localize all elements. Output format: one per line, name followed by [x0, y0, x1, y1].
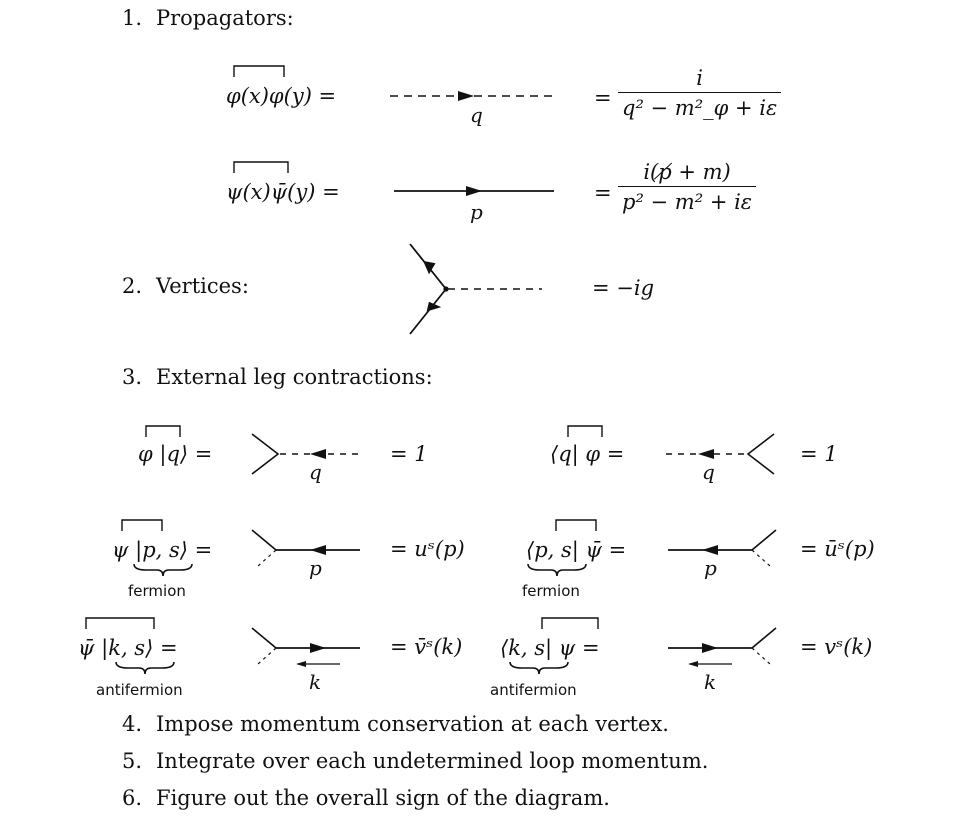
- fraction-numerator: i(p̸ + m): [618, 160, 757, 187]
- contraction-bracket: [145, 425, 181, 437]
- rule-number: 6.: [122, 786, 143, 810]
- antifermion-out-momentum: k: [704, 670, 717, 694]
- fermion-out-diagram: [668, 529, 777, 567]
- antifermion-in-value: = v̄ˢ(k): [390, 635, 463, 659]
- rule-number: 4.: [122, 712, 143, 736]
- rule-4: 4. Impose momentum conservation at each v…: [122, 712, 669, 736]
- antifermion-in-momentum: k: [309, 670, 322, 694]
- scalar-in-momentum: q: [309, 460, 322, 484]
- fermion-out-tag: fermion: [522, 582, 580, 600]
- fermion-out-lhs: ⟨p, s| ψ̄ =: [526, 538, 627, 562]
- contraction-bracket: [567, 425, 603, 437]
- fermion-momentum-label: p: [470, 200, 483, 224]
- equals-sign: =: [594, 181, 612, 205]
- fraction-denominator: q² − m²_φ + iε: [622, 96, 778, 120]
- fermion-propagator-lhs: ψ(x)ψ̄(y) =: [226, 180, 340, 204]
- fermion-propagator-value: i(p̸ + m) p² − m² + iε: [618, 160, 757, 214]
- antifermion-in-diagram: [251, 627, 360, 667]
- fermion-propagator-line: [394, 186, 554, 196]
- contraction-bracket: [233, 65, 285, 77]
- rule-text: Impose momentum conservation at each ver…: [156, 712, 669, 736]
- contraction-bracket: [121, 519, 163, 531]
- underbrace: [527, 563, 587, 577]
- antifermion-in-tag: antifermion: [96, 681, 183, 699]
- antifermion-in-lhs: ψ̄ |k, s⟩ =: [78, 636, 178, 660]
- rule-3: 3. External leg contractions:: [122, 365, 433, 389]
- fermion-in-value: = uˢ(p): [390, 537, 465, 561]
- rule-2: 2. Vertices:: [122, 274, 249, 298]
- contraction-bracket: [85, 617, 155, 629]
- fermion-in-tag: fermion: [128, 582, 186, 600]
- underbrace: [115, 661, 175, 675]
- antifermion-out-tag: antifermion: [490, 681, 577, 699]
- rule-number: 5.: [122, 749, 143, 773]
- vertex-diagram: [409, 243, 542, 335]
- scalar-propagator-line: [390, 91, 554, 101]
- fermion-out-momentum: p: [704, 556, 717, 580]
- underbrace: [509, 661, 569, 675]
- scalar-in-diagram: [251, 433, 362, 475]
- underbrace: [133, 563, 193, 577]
- fermion-out-value: = ūˢ(p): [800, 537, 875, 561]
- scalar-propagator-lhs: φ(x)φ(y) =: [226, 84, 337, 108]
- equals-sign: =: [594, 86, 612, 110]
- scalar-momentum-label: q: [470, 103, 483, 127]
- vertex-value: = −ig: [592, 276, 655, 300]
- rule-6: 6. Figure out the overall sign of the dia…: [122, 786, 610, 810]
- antifermion-out-value: = vˢ(k): [800, 635, 873, 659]
- rule-text: Integrate over each undetermined loop mo…: [156, 749, 709, 773]
- rule-5: 5. Integrate over each undetermined loop …: [122, 749, 708, 773]
- scalar-propagator-value: i q² − m²_φ + iε: [618, 66, 782, 120]
- fraction-denominator: p² − m² + iε: [622, 190, 753, 214]
- fermion-in-diagram: [251, 529, 360, 567]
- scalar-out-diagram: [666, 433, 775, 475]
- contraction-bracket: [541, 617, 599, 629]
- antifermion-out-lhs: ⟨k, s| ψ =: [500, 636, 600, 660]
- scalar-in-lhs: φ |q⟩ =: [138, 442, 213, 466]
- contraction-bracket: [233, 161, 289, 173]
- fermion-in-lhs: ψ |p, s⟩ =: [112, 538, 213, 562]
- contraction-bracket: [555, 519, 597, 531]
- rule-text: Propagators:: [156, 6, 294, 30]
- scalar-out-value: = 1: [800, 442, 838, 466]
- scalar-out-momentum: q: [702, 460, 715, 484]
- rule-text: Figure out the overall sign of the diagr…: [156, 786, 610, 810]
- antifermion-out-diagram: [668, 627, 777, 667]
- scalar-out-lhs: ⟨q| φ =: [550, 442, 625, 466]
- rule-text: External leg contractions:: [156, 365, 433, 389]
- rule-number: 1.: [122, 6, 143, 30]
- rule-text: Vertices:: [156, 274, 249, 298]
- fermion-in-momentum: p: [309, 556, 322, 580]
- scalar-in-value: = 1: [390, 442, 428, 466]
- rule-number: 2.: [122, 274, 143, 298]
- rule-1: 1. Propagators:: [122, 6, 294, 30]
- fraction-numerator: i: [618, 66, 782, 93]
- rule-number: 3.: [122, 365, 143, 389]
